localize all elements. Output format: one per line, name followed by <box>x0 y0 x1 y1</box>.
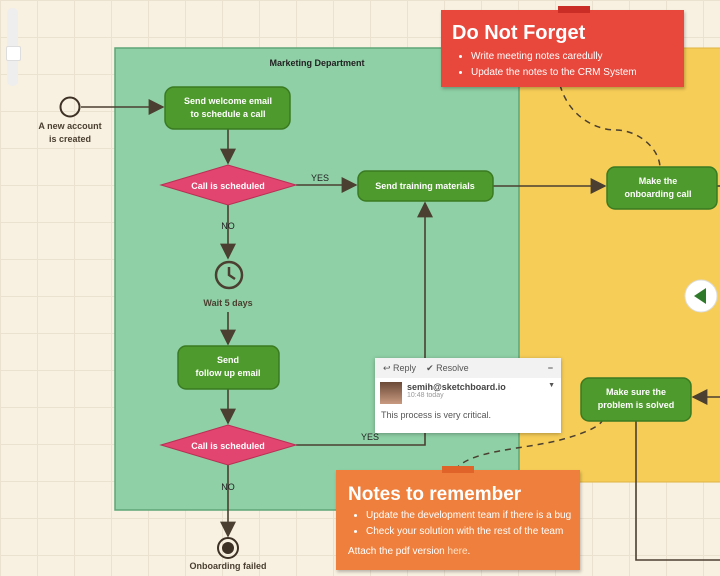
svg-text:problem is solved: problem is solved <box>598 400 675 410</box>
start-node[interactable] <box>59 96 81 118</box>
note-title: Do Not Forget <box>452 22 586 44</box>
node-follow-up-email[interactable]: Send follow up email <box>177 345 280 390</box>
svg-text:Call is scheduled: Call is scheduled <box>191 181 265 191</box>
resolve-button[interactable]: ✔ Resolve <box>426 362 469 373</box>
no-label-1: NO <box>221 221 235 231</box>
note-item: Update the development team if there is … <box>366 508 580 524</box>
comment-popup: ↩ Reply ✔ Resolve − semih@sketchboard.io… <box>375 358 561 433</box>
svg-text:onboarding call: onboarding call <box>624 189 691 199</box>
note-footer-end: . <box>467 546 471 557</box>
svg-text:to schedule a call: to schedule a call <box>190 109 265 119</box>
decision-call-scheduled-1[interactable]: Call is scheduled <box>159 164 298 206</box>
arrow-left-icon <box>694 288 706 304</box>
note-item: Check your solution with the rest of the… <box>366 524 580 540</box>
no-label-2: NO <box>221 482 235 492</box>
comment-time: 10:48 today <box>407 392 444 399</box>
comment-text: This process is very critical. <box>381 410 492 420</box>
note-footer: Attach the pdf version <box>348 546 448 557</box>
decision-call-scheduled-2[interactable]: Call is scheduled <box>159 424 298 466</box>
avatar <box>380 382 402 404</box>
clock-icon <box>214 260 244 290</box>
node-training-materials[interactable]: Send training materials <box>357 170 494 202</box>
yes-label-1: YES <box>311 173 329 183</box>
start-label-2: is created <box>49 134 91 144</box>
note-item: Update the notes to the CRM System <box>471 65 684 81</box>
end-label: Onboarding failed <box>189 561 266 571</box>
node-onboarding-call[interactable]: Make the onboarding call <box>606 166 718 210</box>
yes-label-2: YES <box>361 432 379 442</box>
wait-label: Wait 5 days <box>203 298 252 308</box>
start-label: A new account <box>38 121 101 131</box>
svg-text:follow up email: follow up email <box>195 368 260 378</box>
note-notes-to-remember[interactable]: Notes to remember Update the development… <box>336 466 580 570</box>
note-title: Notes to remember <box>348 484 522 505</box>
comment-author: semih@sketchboard.io <box>407 382 506 392</box>
node-welcome-email[interactable]: Send welcome email to schedule a call <box>164 86 291 130</box>
svg-text:Make sure the: Make sure the <box>606 387 666 397</box>
svg-text:Send training materials: Send training materials <box>375 181 475 191</box>
comment-menu-icon[interactable]: ▼ <box>548 382 555 389</box>
pdf-link[interactable]: here <box>447 546 468 557</box>
end-node[interactable] <box>217 537 239 559</box>
svg-text:Call is scheduled: Call is scheduled <box>191 441 265 451</box>
collapse-panel-button[interactable] <box>684 279 718 313</box>
svg-text:Send: Send <box>217 355 239 365</box>
zoom-slider-handle[interactable] <box>6 46 21 61</box>
note-do-not-forget[interactable]: Do Not Forget Write meeting notes caredu… <box>441 6 684 87</box>
lane-title: Marketing Department <box>269 58 364 68</box>
svg-text:Make the: Make the <box>639 176 678 186</box>
note-item: Write meeting notes caredully <box>471 49 684 65</box>
zoom-slider[interactable] <box>6 8 21 86</box>
svg-text:Send welcome email: Send welcome email <box>184 96 272 106</box>
reply-button[interactable]: ↩ Reply <box>383 362 417 373</box>
node-problem-solved[interactable]: Make sure the problem is solved <box>580 377 692 422</box>
minimize-icon[interactable]: − <box>547 363 553 373</box>
lane-marketing[interactable] <box>114 47 520 511</box>
